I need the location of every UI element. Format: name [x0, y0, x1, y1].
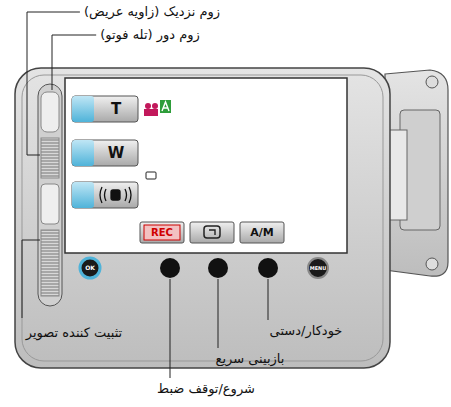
callout-label: خودکار/دستی: [270, 323, 343, 339]
callout-label: تثبیت کننده تصویر: [26, 325, 122, 341]
leader-line: [27, 12, 80, 155]
callout-label: بازبینی سریع: [216, 351, 285, 367]
leader-line: [268, 279, 269, 320]
button-text: T: [111, 100, 121, 118]
callout-label: زوم دور (تله فوتو): [100, 27, 200, 43]
button-text: OK: [85, 264, 95, 271]
leader-line: [170, 279, 171, 378]
leader-line: [218, 279, 219, 348]
button-text: W: [108, 144, 125, 162]
button-text: A/M: [250, 226, 273, 239]
leader-line: [52, 35, 96, 90]
callout-label: شروع/توقف ضبط: [157, 381, 255, 397]
button-text: MENU: [310, 265, 327, 271]
button-text: REC: [151, 227, 173, 239]
callout-label: زوم نزدیک (زاویه عریض): [84, 4, 220, 20]
leader-line: [22, 240, 40, 318]
